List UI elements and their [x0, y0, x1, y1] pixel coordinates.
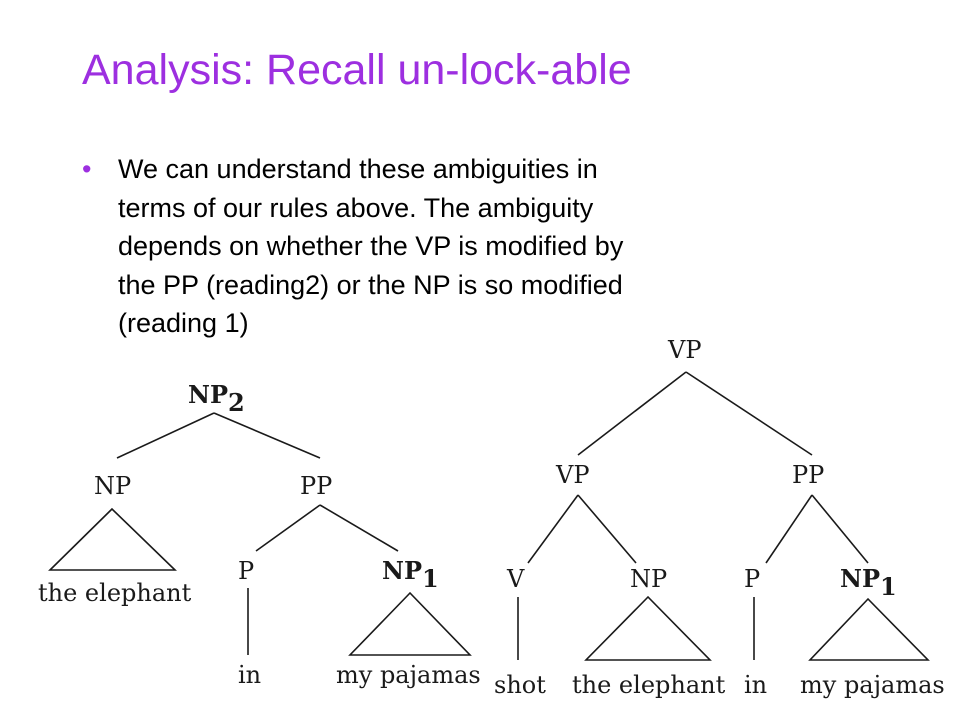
tree2-np-triangle: [584, 595, 712, 661]
tree1-p-label: P: [238, 557, 254, 585]
tree1-edge-pp-np1: [319, 504, 399, 552]
bullet-list: • We can understand these ambiguities in…: [82, 150, 802, 343]
tree1-edge-root-np: [116, 412, 215, 459]
tree2-edge-vp-np: [577, 494, 637, 564]
tree2-edge-root-vp: [577, 371, 687, 456]
tree2-edge-pp-p: [765, 494, 813, 564]
tree2-np-leaf: the elephant: [572, 671, 726, 699]
bullet-dot-icon: •: [82, 154, 92, 184]
tree1-np1-triangle: [348, 591, 472, 656]
tree-vp-attachment: VP VP PP V shot NP the elephant P in NP1…: [494, 336, 945, 699]
tree1-np-triangle: [48, 507, 177, 571]
tree1-pp-label: PP: [300, 472, 332, 500]
tree2-p-label: P: [744, 565, 760, 593]
tree1-np1-leaf: my pajamas: [336, 661, 481, 689]
tree2-p-leaf: in: [744, 671, 767, 699]
tree1-np1-label: NP1: [382, 556, 439, 593]
tree1-edge-root-pp: [213, 412, 321, 459]
tree2-edge-vp-v: [527, 494, 579, 564]
tree2-np1-triangle: [808, 597, 930, 661]
tree2-vp-label: VP: [555, 461, 589, 489]
tree1-np-leaf: the elephant: [38, 579, 192, 607]
tree2-v-label: V: [506, 565, 525, 593]
tree2-edge-root-pp: [685, 371, 813, 456]
bullet-line: terms of our rules above. The ambiguity: [118, 192, 594, 223]
tree2-np-label: NP: [630, 565, 667, 593]
tree2-root-label: VP: [667, 336, 701, 364]
tree2-edge-pp-np1: [811, 494, 869, 564]
bullet-line: the PP (reading2) or the NP is so modifi…: [118, 269, 623, 300]
bullet-line: (reading 1): [118, 308, 249, 338]
tree1-edge-pp-p: [255, 504, 321, 552]
tree2-np1-leaf: my pajamas: [800, 671, 945, 699]
bullet-line: We can understand these ambiguities in: [118, 154, 598, 184]
bullet-item: • We can understand these ambiguities in…: [82, 150, 802, 343]
tree2-pp-label: PP: [792, 461, 824, 489]
bullet-text: We can understand these ambiguities in t…: [118, 150, 802, 343]
tree2-v-leaf: shot: [494, 671, 546, 699]
slide-title: Analysis: Recall un-lock-able: [82, 46, 632, 94]
tree2-np1-label: NP1: [840, 564, 897, 601]
tree1-np-label: NP: [94, 472, 131, 500]
tree-np-attachment: NP2 NP the elephant PP P in NP1 my pajam…: [38, 380, 481, 689]
bullet-line: depends on whether the VP is modified by: [118, 231, 624, 261]
tree1-root-label: NP2: [188, 380, 245, 417]
tree1-p-leaf: in: [238, 661, 261, 689]
